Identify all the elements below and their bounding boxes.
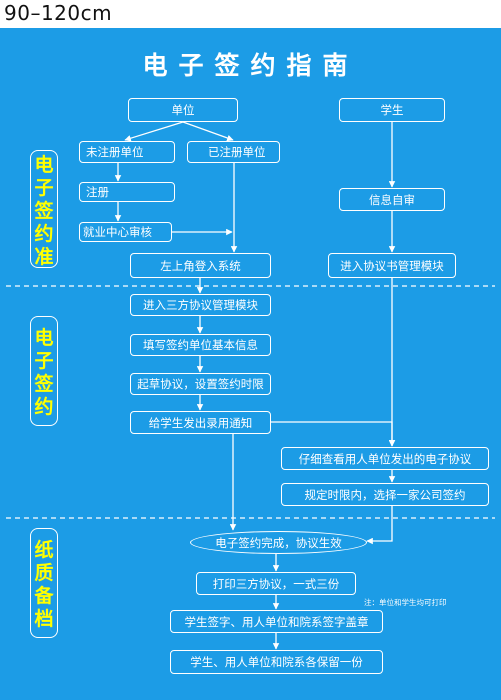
node-student: 学生 — [339, 98, 445, 122]
node-center-review: 就业中心审核 — [79, 222, 172, 242]
section-label-paper: 纸 质 备 档 — [30, 528, 58, 638]
section-label-prep: 电 子 签 约 准 — [30, 150, 58, 268]
label-char: 档 — [34, 608, 54, 630]
label-char: 电 — [34, 327, 54, 349]
node-register: 注册 — [79, 182, 175, 202]
size-caption: 90–120cm — [4, 1, 113, 25]
node-sign-seal: 学生签字、用人单位和院系签字盖章 — [170, 610, 383, 633]
label-char: 电 — [34, 154, 54, 176]
node-registered: 已注册单位 — [187, 141, 280, 163]
label-char: 签 — [34, 373, 54, 395]
node-choose-company: 规定时限内，选择一家公司签约 — [281, 483, 489, 506]
label-char: 约 — [34, 223, 54, 245]
node-info-review: 信息自审 — [339, 188, 445, 211]
arrow-unit-registered — [182, 121, 234, 142]
label-char: 签 — [34, 200, 54, 222]
guide-poster — [0, 28, 501, 700]
arrow-notice-check — [270, 421, 396, 447]
node-enter-tripartite: 进入三方协议管理模块 — [130, 294, 271, 316]
section-label-sign: 电 子 签 约 — [30, 316, 58, 426]
node-fill-info: 填写签约单位基本信息 — [130, 334, 271, 356]
label-char: 备 — [34, 585, 54, 607]
label-char: 纸 — [34, 539, 54, 561]
node-check-agreement: 仔细查看用人单位发出的电子协议 — [281, 447, 489, 470]
node-send-notice: 给学生发出录用通知 — [130, 411, 271, 434]
node-unit: 单位 — [128, 98, 238, 122]
node-login: 左上角登入系统 — [130, 253, 271, 278]
node-unregistered: 未注册单位 — [79, 141, 175, 163]
label-char: 准 — [34, 246, 54, 268]
guide-title: 电子签约指南 — [142, 51, 359, 80]
label-char: 约 — [34, 396, 54, 418]
node-complete: 电子签约完成，协议生效 — [190, 531, 367, 554]
node-enter-module: 进入协议书管理模块 — [328, 253, 456, 278]
label-char: 质 — [34, 562, 54, 584]
label-char: 子 — [34, 350, 54, 372]
node-print: 打印三方协议，一式三份 — [196, 572, 356, 595]
node-draft: 起草协议，设置签约时限 — [130, 373, 271, 395]
label-char: 子 — [34, 177, 54, 199]
print-note: 注：单位和学生均可打印 — [364, 598, 447, 607]
arrow-unit-unregistered — [124, 121, 184, 142]
arrow-choose-complete — [366, 506, 393, 545]
node-keep-copy: 学生、用人单位和院系各保留一份 — [170, 650, 383, 674]
